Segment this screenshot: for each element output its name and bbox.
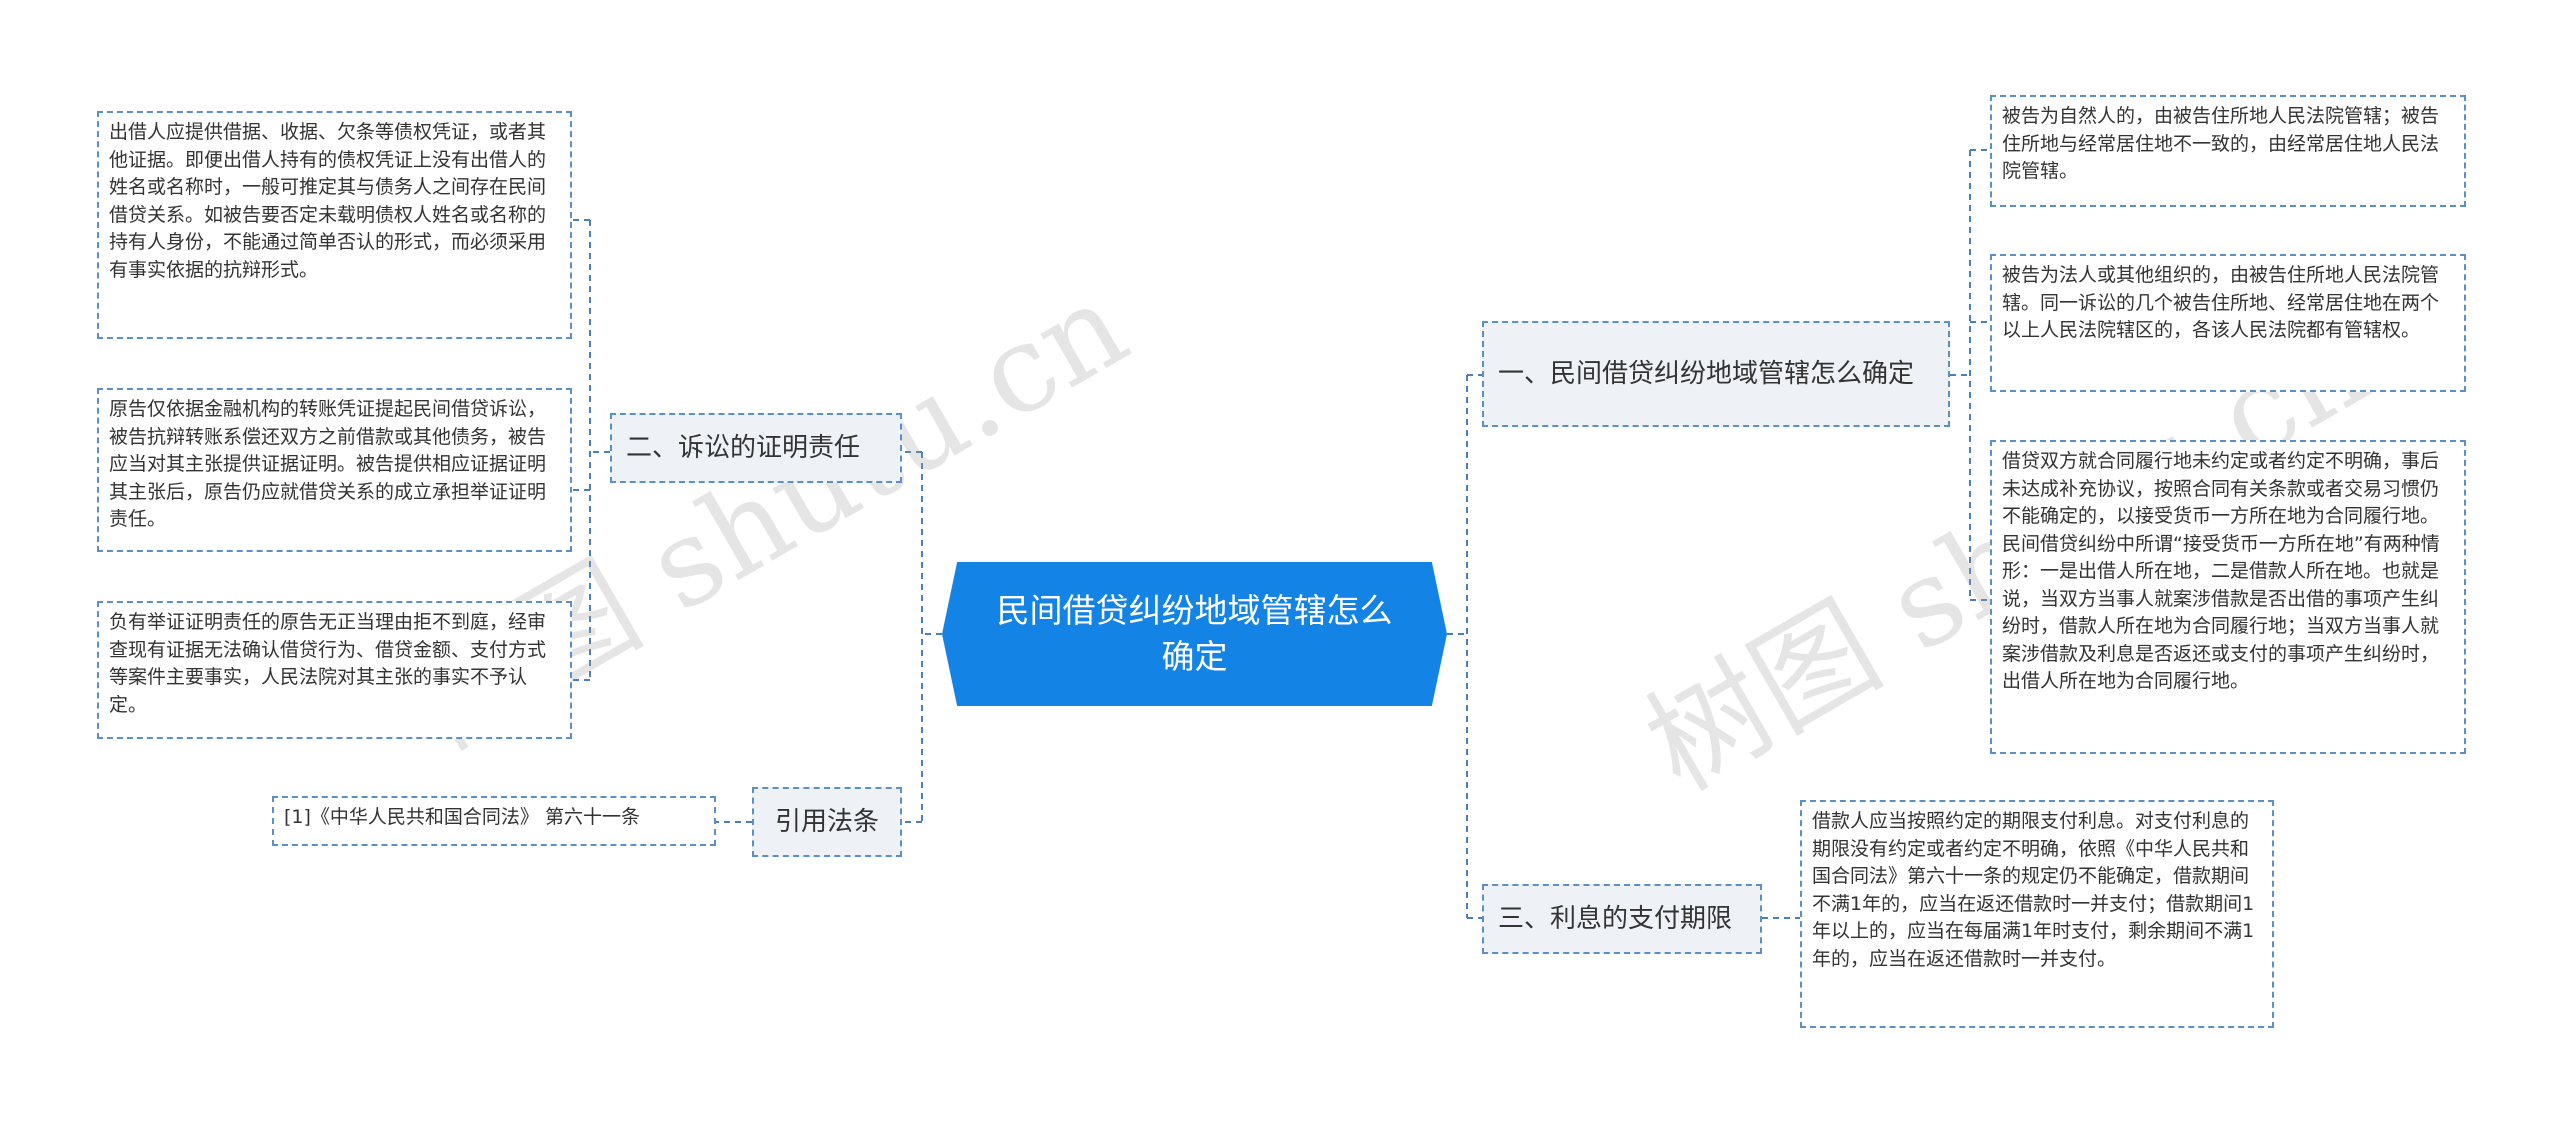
leaf-text: 出借人应提供借据、收据、欠条等债权凭证，或者其他证据。即便出借人持有的债权凭证上… [109,121,547,281]
branch-label: 一、民间借贷纠纷地域管辖怎么确定 [1498,359,1915,389]
root-node[interactable]: 民间借贷纠纷地域管辖怎么确定 [942,562,1447,706]
leaf-text: 被告为法人或其他组织的，由被告住所地人民法院管辖。同一诉讼的几个被告住所地、经常… [2002,264,2440,341]
branch-interest-period[interactable]: 三、利息的支付期限 [1482,884,1762,954]
leaf-jurisdiction-1[interactable]: 被告为自然人的，由被告住所地人民法院管辖；被告住所地与经常居住地不一致的，由经常… [1990,95,2466,207]
branch-jurisdiction[interactable]: 一、民间借贷纠纷地域管辖怎么确定 [1482,321,1950,427]
leaf-text: [1]《中华人民共和国合同法》 第六十一条 [284,806,640,828]
branch-label: 三、利息的支付期限 [1498,904,1733,934]
branch-label: 二、诉讼的证明责任 [626,433,861,463]
branch-proof-burden[interactable]: 二、诉讼的证明责任 [610,413,902,483]
leaf-text: 借贷双方就合同履行地未约定或者约定不明确，事后未达成补充协议，按照合同有关条款或… [2002,450,2440,692]
leaf-proof-2[interactable]: 原告仅依据金融机构的转账凭证提起民间借贷诉讼，被告抗辩转账系偿还双方之前借款或其… [97,388,572,552]
leaf-interest-1[interactable]: 借款人应当按照约定的期限支付利息。对支付利息的期限没有约定或者约定不明确，依照《… [1800,800,2274,1028]
leaf-text: 被告为自然人的，由被告住所地人民法院管辖；被告住所地与经常居住地不一致的，由经常… [2002,105,2440,182]
leaf-citation-1[interactable]: [1]《中华人民共和国合同法》 第六十一条 [272,796,716,846]
root-label: 民间借贷纠纷地域管辖怎么确定 [996,591,1393,676]
branch-citation[interactable]: 引用法条 [752,787,902,857]
leaf-text: 负有举证证明责任的原告无正当理由拒不到庭，经审查现有证据无法确认借贷行为、借贷金… [109,611,547,716]
leaf-text: 借款人应当按照约定的期限支付利息。对支付利息的期限没有约定或者约定不明确，依照《… [1812,810,2255,970]
branch-label: 引用法条 [774,807,879,837]
leaf-proof-3[interactable]: 负有举证证明责任的原告无正当理由拒不到庭，经审查现有证据无法确认借贷行为、借贷金… [97,601,572,739]
leaf-proof-1[interactable]: 出借人应提供借据、收据、欠条等债权凭证，或者其他证据。即便出借人持有的债权凭证上… [97,111,572,339]
leaf-text: 原告仅依据金融机构的转账凭证提起民间借贷诉讼，被告抗辩转账系偿还双方之前借款或其… [109,398,547,530]
leaf-jurisdiction-3[interactable]: 借贷双方就合同履行地未约定或者约定不明确，事后未达成补充协议，按照合同有关条款或… [1990,440,2466,754]
leaf-jurisdiction-2[interactable]: 被告为法人或其他组织的，由被告住所地人民法院管辖。同一诉讼的几个被告住所地、经常… [1990,254,2466,392]
